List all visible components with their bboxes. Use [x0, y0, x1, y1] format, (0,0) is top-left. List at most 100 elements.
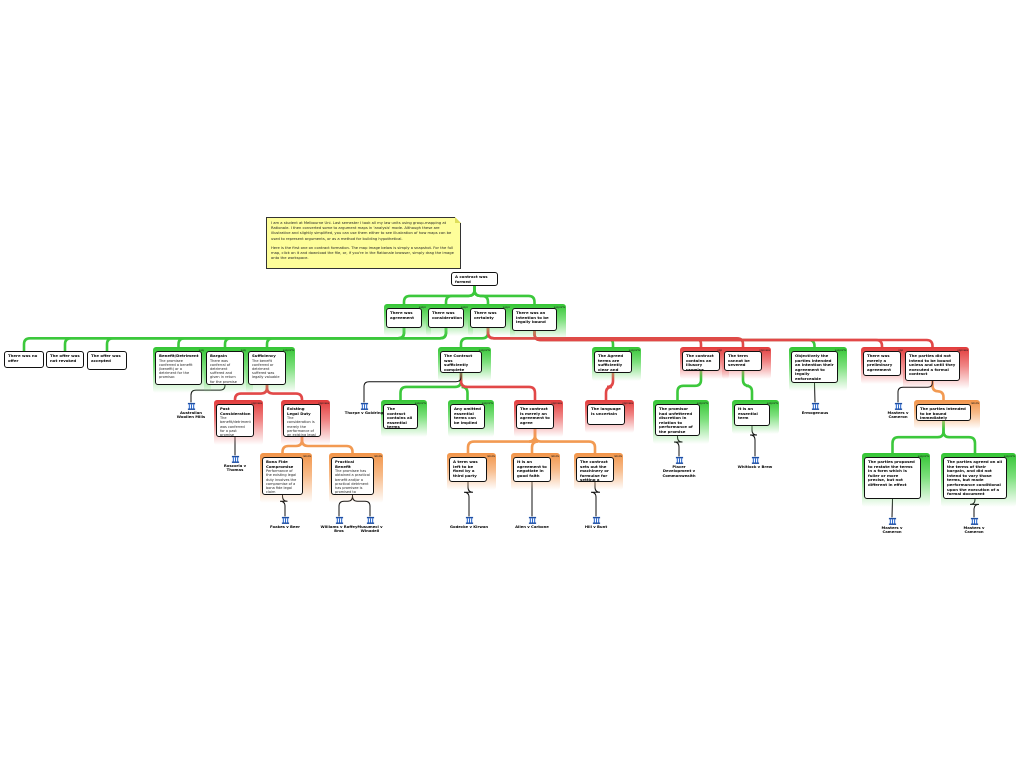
claim-title: The offer was accepted	[91, 353, 121, 363]
claim-card[interactable]: Objectively the parties intended an inte…	[791, 351, 838, 383]
case-source-mc2[interactable]: Masters v Cameron	[872, 517, 912, 535]
claim-card[interactable]: It is an agreement to negotiate in good …	[513, 457, 551, 482]
claim-title: It is an essential term	[738, 406, 758, 421]
case-source-em[interactable]: Ermogenous	[795, 402, 835, 415]
case-source-gk[interactable]: Godecke v Kirwan	[449, 516, 489, 529]
case-name: Foakes v Beer	[270, 524, 300, 529]
claim-title: Practical Benefit	[335, 459, 355, 469]
case-source-wr[interactable]: Williams v Roffey Bros	[319, 516, 359, 534]
claim-card[interactable]: There was certainty	[470, 308, 506, 328]
claim-card[interactable]: The promisor had unfettered discretion i…	[655, 404, 700, 436]
claim-card[interactable]: There was agreement	[386, 308, 422, 328]
claim-node-noOffer[interactable]: There was no offer	[4, 351, 44, 368]
claim-card[interactable]: The parties agreed on all the terms of t…	[943, 457, 1007, 499]
claim-type-tag: supports	[917, 455, 929, 458]
claim-title: The parties intended to be bound immedia…	[920, 406, 966, 421]
claim-card[interactable]: The contract sets out the machinery or f…	[576, 457, 614, 482]
case-source-rt[interactable]: Roscorla v Thomas	[215, 455, 255, 473]
claim-node-prelim[interactable]: opposesThere was merely a preliminary ag…	[861, 347, 910, 384]
claim-card[interactable]: The contract contains all essential term…	[383, 404, 418, 429]
claim-card[interactable]: There was consideration	[428, 308, 464, 328]
case-source-aa[interactable]: Allen v Carbone	[512, 516, 552, 529]
case-source-hb[interactable]: Hill v Bunt	[576, 516, 616, 529]
claim-card[interactable]: The parties intended to be bound immedia…	[916, 404, 971, 421]
case-name: Roscorla v Thomas	[223, 463, 247, 473]
case-source-fe[interactable]: Foakes v Beer	[265, 516, 305, 529]
connector-support-3	[473, 284, 536, 310]
claim-card[interactable]: A term was left to be fixed by a third p…	[449, 457, 487, 482]
case-name: Australian Woollen Mills	[176, 410, 206, 420]
case-source-mc3[interactable]: Masters v Cameron	[954, 517, 994, 535]
claim-title: Bargain	[210, 353, 228, 358]
claim-type-tag: rebuts	[550, 455, 559, 458]
claim-card[interactable]: There was merely a preliminary agreement	[863, 351, 901, 376]
claim-card[interactable]: The parties proposed to restate the term…	[864, 457, 921, 499]
case-source-mw[interactable]: Musumeci v Winadell	[350, 516, 390, 534]
case-source-pc[interactable]: Placer Development v Commonwealth	[659, 456, 699, 478]
claim-title: There was no offer	[8, 353, 38, 363]
claim-node-bargain[interactable]: supportsBargainThere was conferral of de…	[204, 347, 253, 393]
claim-node-accepted[interactable]: The offer was accepted	[87, 351, 127, 370]
claim-card[interactable]: The contract is merely an agreement to a…	[516, 404, 554, 429]
claim-card[interactable]: The Contract was sufficiently complete	[440, 351, 482, 373]
claim-type-tag: supports	[282, 349, 294, 352]
case-source-tg[interactable]: Thorpe v Goldring	[344, 402, 384, 415]
claim-card[interactable]: The language is uncertain	[587, 404, 625, 425]
claim-title: The contract is merely an agreement to a…	[520, 406, 550, 425]
claim-card[interactable]: There was no offer	[4, 351, 44, 368]
intro-note[interactable]: I am a student at Melbourne Uni. Last se…	[266, 217, 461, 269]
claim-card[interactable]: The parties did not intend to be bound u…	[905, 351, 960, 381]
claim-card[interactable]: The contract contains an illusory promis…	[682, 351, 720, 371]
claim-card[interactable]: A contract was formed	[451, 272, 498, 286]
case-source-mc[interactable]: Masters v Cameron	[878, 402, 918, 420]
claim-card[interactable]: It is an essential term	[734, 404, 770, 426]
case-source-wb[interactable]: Whitlock v Brew	[735, 456, 775, 469]
claim-card[interactable]: The offer was not revoked	[46, 351, 84, 368]
claim-node-revoked[interactable]: The offer was not revoked	[46, 351, 84, 368]
claim-card[interactable]: The offer was accepted	[87, 351, 127, 370]
claim-card[interactable]: There was an intention to be legally bou…	[512, 308, 557, 331]
claim-node-root[interactable]: A contract was formed	[451, 272, 498, 286]
claim-card[interactable]: The term cannot be severed	[724, 351, 762, 371]
case-name: Masters v Cameron	[963, 525, 985, 535]
claim-card[interactable]: Any omitted essential terms can be impli…	[450, 404, 485, 429]
case-source-aw[interactable]: Australian Woollen Mills	[171, 402, 211, 420]
claim-card[interactable]: The Agreed terms are sufficiently clear …	[594, 351, 632, 373]
